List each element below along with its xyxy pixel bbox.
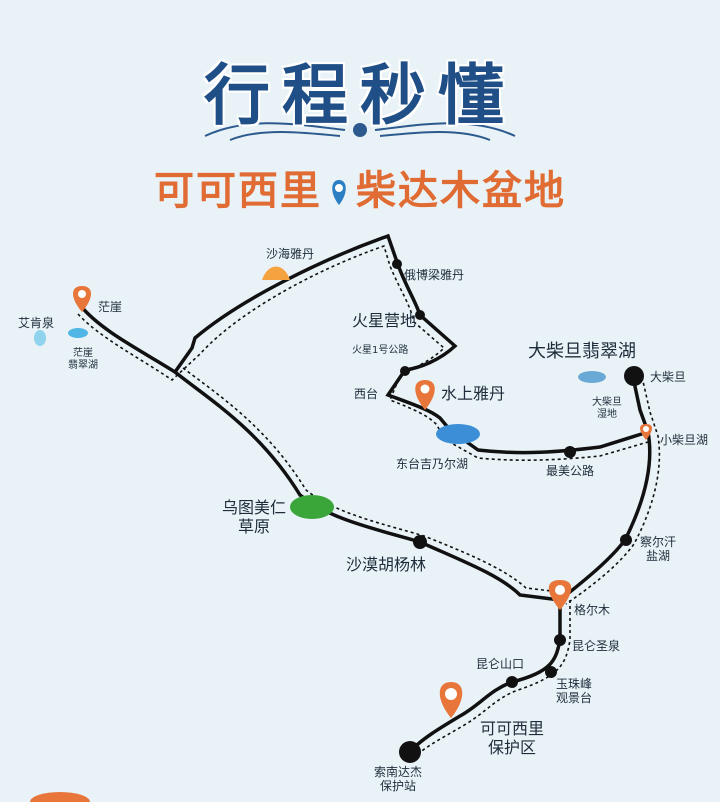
label-aiken-spring: 艾肯泉 (18, 316, 55, 330)
wutu-grassland-icon (290, 495, 334, 519)
label-suonan-station: 索南达杰 保护站 (374, 765, 423, 794)
route-central (173, 370, 561, 602)
route-south-dotted (415, 600, 571, 757)
shahai-yadan-icon (262, 266, 290, 280)
label-mars-camp: 火星营地 (352, 311, 417, 330)
label-dachaidan: 大柴旦 (650, 370, 687, 384)
label-water-yadan: 水上雅丹 (441, 384, 506, 403)
label-dongtai-lake: 东台吉乃尔湖 (396, 457, 469, 471)
route-from: 可可西里 (154, 168, 322, 214)
label-dachaidan-lake: 大柴旦翡翠湖 (528, 341, 636, 362)
location-pin-icon (328, 170, 350, 216)
label-mangya: 茫崖 (98, 300, 123, 314)
aiken-spring-icon (34, 330, 46, 346)
label-xiaochaidan-lake: 小柴旦湖 (660, 433, 709, 447)
page-title: 行程秒懂 (204, 57, 516, 134)
label-hoh-xil-station: 可可西里 保护区 (480, 719, 545, 758)
label-dachaidan-wetland: 大柴旦 湿地 (592, 397, 622, 420)
route-nodes (392, 259, 644, 763)
label-chaerhan: 察尔汗 盐湖 (640, 535, 677, 564)
label-mangya-lake: 茫崖 翡翠湖 (68, 348, 98, 371)
label-mars-road: 火星1号公路 (352, 345, 409, 356)
label-desert-poplar: 沙漠胡杨林 (346, 555, 427, 574)
route-south (408, 600, 562, 754)
route-west-loop-dotted (77, 244, 649, 461)
pin-icon (415, 380, 435, 410)
label-ebo-liang: 俄博梁雅丹 (404, 268, 465, 282)
pin-icons (73, 286, 652, 718)
pin-icon (73, 286, 91, 312)
route-west-loop (78, 233, 649, 455)
label-kunlun-pass: 昆仑山口 (476, 657, 525, 671)
label-kunlun-sacred: 昆仑圣泉 (572, 639, 621, 653)
route-east-dotted (565, 376, 661, 605)
label-golmud: 格尔木 (574, 603, 611, 617)
decorative-blob (30, 792, 90, 802)
route-to: 柴达木盆地 (356, 168, 566, 214)
dachaidan-lake-icon (578, 371, 606, 383)
dongtai-lake-icon (436, 424, 480, 444)
label-wutu-grassland: 乌图美仁 草原 (222, 498, 287, 537)
label-yuzhu-peak: 玉珠峰 观景台 (556, 677, 593, 706)
label-xitai: 西台 (354, 387, 379, 401)
route-central-dotted (182, 367, 561, 593)
label-shahai-yadan: 沙海雅丹 (266, 247, 315, 261)
mangya-lake-icon (68, 328, 88, 338)
label-best-road: 最美公路 (546, 464, 595, 478)
title-ornament (204, 122, 516, 141)
route-heading: 可可西里柴达木盆地 (0, 158, 720, 216)
